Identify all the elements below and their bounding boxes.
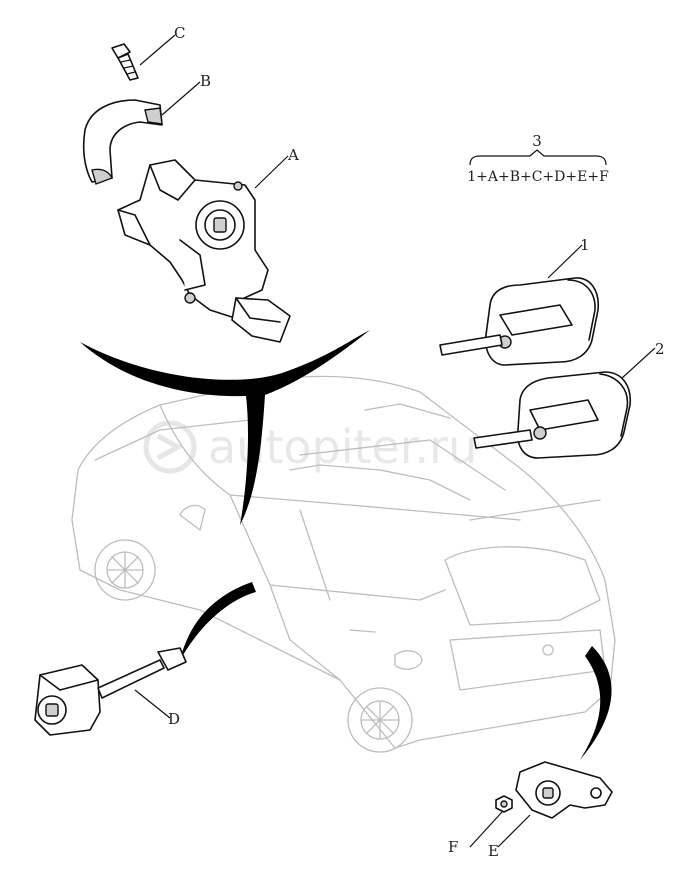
pointer-arcs [80,330,612,760]
car-outline [71,375,616,753]
kit-bracket [469,149,607,166]
callout-2: 2 [655,340,665,358]
callout-d: D [168,710,180,728]
arc-door-lock-to-car [180,582,256,660]
kit-formula: 3 1+A+B+C+D+E+F [467,132,609,185]
arrow-badge-icon [143,420,197,474]
arc-tailgate-lock-to-car [580,646,612,760]
callout-1: 1 [580,236,590,254]
callout-f: F [448,838,458,856]
part-d-door-lock [34,647,187,736]
callout-labels: C B A 1 2 D F E [168,24,665,860]
callout-b: B [200,72,211,90]
arc-ignition-to-car [80,330,370,525]
leader-lines [134,34,656,848]
part-c-bolt [111,43,139,81]
kit-set-number: 3 [532,132,542,150]
callout-c: C [174,24,185,42]
part-1-flip-key [439,277,600,366]
part-2-flip-key [473,371,631,459]
part-e-tailgate-lock [515,761,613,819]
kit-components: 1+A+B+C+D+E+F [467,169,609,185]
part-f-nut [495,795,513,813]
part-b-bracket [82,99,163,185]
part-a-ignition-lock [117,159,291,343]
callout-a: A [287,146,299,164]
callout-e: E [488,842,499,860]
